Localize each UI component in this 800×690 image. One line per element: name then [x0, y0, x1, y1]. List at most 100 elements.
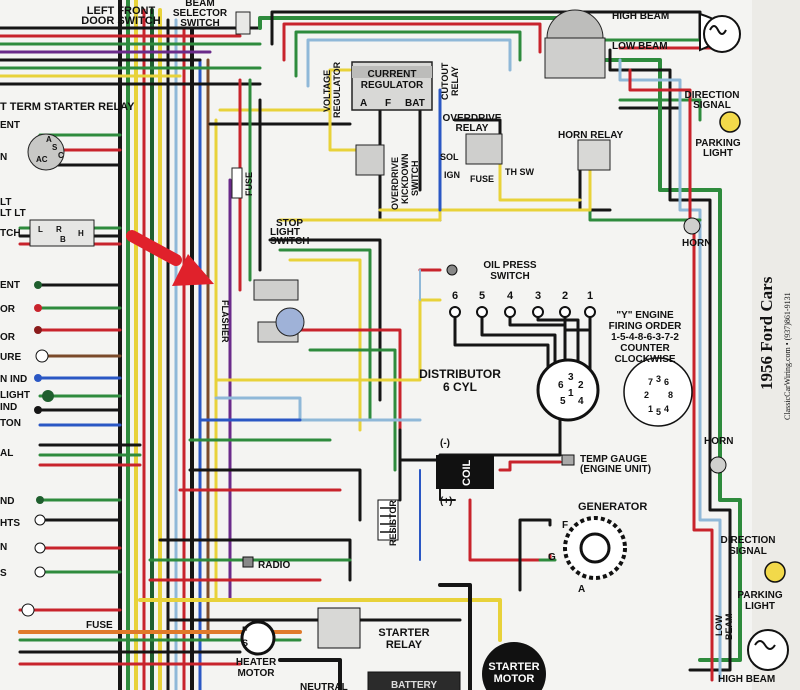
label-beam-selector-3: SWITCH — [180, 18, 219, 29]
label-cap8-3: 3 — [656, 374, 661, 384]
firing-order-diagram — [623, 357, 693, 427]
overdrive-relay-box — [465, 133, 503, 165]
label-left-partial-2: LT — [0, 197, 11, 208]
label-flasher: FLASHER — [220, 300, 230, 343]
current-regulator-cap — [352, 66, 432, 78]
label-cutout-2: RELAY — [450, 66, 460, 96]
label-horn-relay: HORN RELAY — [558, 130, 624, 141]
left-switch-block — [29, 219, 95, 247]
label-term-starter-relay: T TERM STARTER RELAY — [0, 101, 135, 113]
label-overdrive-relay-1: OVERDRIVE — [443, 113, 502, 124]
label-side-title: 1956 Ford Cars — [757, 276, 776, 390]
label-cyl-2: 2 — [562, 290, 568, 302]
label-direction-signal-bottom-1: DIRECTION — [721, 535, 776, 546]
radio-plug — [242, 556, 254, 568]
label-cap8-8: 8 — [668, 390, 673, 400]
dimmer-switch-block — [544, 37, 606, 79]
label-stop-light-1: STOP — [276, 218, 303, 229]
label-beam-selector-1: BEAM — [185, 0, 214, 9]
label-cap8-4: 4 — [664, 404, 669, 414]
label-left-partial-13: AL — [0, 448, 13, 459]
label-heater-s: S — [242, 638, 248, 648]
label-reg-bat: BAT — [405, 98, 425, 109]
label-heater-f: F — [242, 625, 248, 635]
label-parking-light-top-2: LIGHT — [703, 148, 733, 159]
label-left-front-door-switch-2: DOOR SWITCH — [81, 15, 160, 27]
label-reg-a: A — [360, 98, 367, 109]
label-cap8-1: 1 — [648, 404, 653, 414]
resistor-body — [377, 499, 399, 541]
label-cap8-7: 7 — [648, 377, 653, 387]
flasher-block — [253, 279, 299, 301]
label-left-partial-4: TCH — [0, 228, 21, 239]
direction-signal-top-bulb — [719, 111, 741, 133]
label-low-beam-top: LOW BEAM — [612, 41, 668, 52]
beam-selector-switch-box — [235, 11, 251, 35]
components — [21, 9, 789, 690]
label-cyl-4: 4 — [507, 290, 514, 302]
label-starter-motor-2: MOTOR — [494, 673, 535, 685]
label-fuse-bottom: FUSE — [86, 620, 113, 631]
label-left-partial-16: N — [0, 542, 7, 553]
label-stop-light-3: SWITCH — [270, 236, 309, 247]
temp-gauge-unit — [561, 454, 575, 466]
label-term-b: B — [60, 235, 66, 244]
label-neutral: NEUTRAL — [300, 682, 348, 690]
label-od-kickdown-1: OVERDRIVE — [390, 157, 400, 210]
heater-motor-body — [240, 620, 276, 656]
label-term-s: S — [52, 143, 58, 152]
label-gen-f: F — [562, 520, 568, 531]
label-term-c: C — [58, 151, 64, 160]
label-cyl-5: 5 — [479, 290, 485, 302]
red-arrow-pointer — [126, 230, 214, 286]
label-high-beam-top: HIGH BEAM — [612, 11, 669, 22]
label-sol: SOL — [440, 152, 459, 162]
label-temp-gauge-1: TEMP GAUGE — [580, 454, 647, 465]
label-starter-relay-1: STARTER — [378, 627, 429, 639]
direction-signal-bottom-bulb — [764, 561, 786, 583]
resistor-coils — [380, 507, 396, 533]
label-left-partial-14: ND — [0, 496, 14, 507]
label-firing-order-4: COUNTER — [620, 343, 670, 354]
horn-top-shape — [683, 217, 701, 235]
oil-press-switch-shape — [446, 264, 458, 276]
headlight-bottom-bulb — [747, 629, 789, 671]
label-battery: BATTERY — [391, 680, 437, 690]
left-connector-dots — [21, 281, 54, 617]
label-left-partial-0: ENT — [0, 120, 20, 131]
label-beam-selector-2: SELECTOR — [173, 8, 228, 19]
starter-relay-box — [317, 607, 361, 649]
label-distributor-1: DISTRIBUTOR — [419, 367, 501, 381]
label-parking-light-top-1: PARKING — [695, 138, 741, 149]
label-horn-bottom: HORN — [704, 436, 733, 447]
label-cyl-6: 6 — [452, 290, 458, 302]
label-gen-a: A — [578, 584, 585, 595]
label-ign: IGN — [444, 170, 460, 180]
label-distributor-2: 6 CYL — [443, 380, 477, 394]
label-voltage-1: VOLTAGE — [322, 70, 332, 112]
fuse-vertical-box — [231, 167, 243, 199]
label-term-h: H — [78, 229, 84, 238]
label-cap-6: 6 — [558, 380, 564, 391]
label-current-regulator-2: REGULATOR — [361, 80, 424, 91]
label-cap8-2: 2 — [644, 390, 649, 400]
label-oil-press-2: SWITCH — [490, 271, 529, 282]
label-cap-1: 1 — [568, 388, 574, 399]
label-term-r: R — [56, 225, 62, 234]
label-left-front-door-switch-1: LEFT FRONT — [87, 5, 156, 17]
headlight-top-filament — [709, 25, 727, 35]
headlight-bottom-filament — [754, 640, 776, 650]
label-cyl-3: 3 — [535, 290, 541, 302]
label-reg-f: F — [385, 98, 391, 109]
label-coil: COIL — [461, 459, 473, 486]
label-starter-motor-1: STARTER — [488, 661, 539, 673]
label-horn-top: HORN — [682, 238, 711, 249]
ignition-coil — [436, 455, 494, 489]
label-coil-minus: (-) — [440, 438, 450, 449]
label-left-partial-9: N IND — [0, 374, 27, 385]
label-left-partial-17: S — [0, 568, 7, 579]
label-current-regulator-1: CURRENT — [368, 69, 417, 80]
label-left-partial-11: IND — [0, 402, 17, 413]
